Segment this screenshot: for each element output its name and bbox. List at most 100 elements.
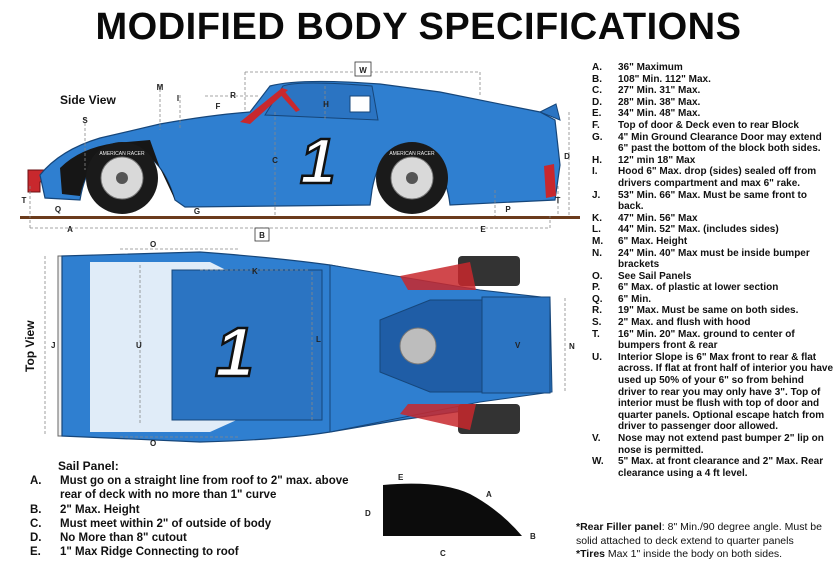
sail-item-text: 2" Max. Height	[60, 503, 140, 516]
spec-row: Q. 6" Min.	[592, 294, 834, 306]
spec-row: C.27" Min. 31" Max.	[592, 85, 834, 97]
spec-row: F. Top of door & Deck even to rear Block	[592, 120, 834, 132]
spec-text: 24" Min. 40" Max must be inside bumper b…	[618, 247, 810, 271]
callout-o-bottom: O	[150, 439, 156, 448]
top-roof	[171, 269, 323, 421]
callout-t-rear: T	[556, 196, 561, 205]
spec-letter: M.	[592, 235, 604, 247]
rear-spoiler	[538, 103, 561, 121]
spec-text: 12" min 18" Max	[618, 154, 696, 166]
page-title: MODIFIED BODY SPECIFICATIONS	[95, 6, 742, 48]
side-car-number: 1	[300, 125, 336, 197]
spec-letter: H.	[592, 154, 602, 166]
spec-row: N.24" Min. 40" Max must be inside bumper…	[592, 248, 834, 271]
callout-j: J	[51, 341, 55, 350]
callout-b: B	[259, 231, 265, 240]
spec-text: Top of door & Deck even to rear Block	[618, 119, 799, 131]
side-view-car: 1 AMERICAN RACER AMERICAN RACER	[27, 80, 561, 214]
spec-row: K.47" Min. 56" Max	[592, 213, 834, 225]
rear-tire-brand: AMERICAN RACER	[389, 151, 435, 157]
tires-label: *Tires	[576, 548, 605, 561]
top-view-label: Top View	[23, 320, 37, 372]
side-callouts: W M I R F H S C D T T Q G P A B E	[22, 61, 570, 242]
sail-item-letter: C.	[30, 517, 42, 530]
callout-m: M	[157, 83, 164, 92]
tires-text: Max 1" inside the body on both sides.	[605, 548, 783, 561]
spec-letter: Q.	[592, 293, 603, 305]
callout-k: K	[252, 267, 258, 276]
callout-c: C	[272, 156, 278, 165]
sail-panel-rules: Sail Panel: A.Must go on a straight line…	[30, 459, 360, 559]
spec-letter: T.	[592, 328, 600, 340]
front-wheel: AMERICAN RACER	[86, 142, 158, 214]
top-fender	[400, 262, 476, 290]
spec-row: L. 44" Min. 52" Max. (includes sides)	[592, 224, 834, 236]
spec-text: 6" Min.	[618, 293, 652, 305]
sail-item-text: Must meet within 2" of outside of body	[60, 517, 272, 530]
spec-text: 44" Min. 52" Max. (includes sides)	[618, 224, 779, 236]
sail-panel-item: C. Must meet within 2" of outside of body	[30, 517, 360, 531]
callout-g: G	[194, 207, 200, 216]
spec-row: P. 6" Max. of plastic at lower section	[592, 282, 834, 294]
spec-text: 53" Min. 66" Max. Must be same front to …	[618, 189, 807, 213]
spec-letter: O.	[592, 270, 603, 282]
spec-letter: V.	[592, 433, 601, 444]
spec-text: 28" Min. 38" Max.	[618, 96, 701, 108]
roll-cage-bar	[240, 88, 288, 124]
top-view-car: 1	[57, 251, 553, 443]
spec-text: 47" Min. 56" Max	[618, 212, 698, 224]
spec-row: R.19" Max. Must be same on both sides.	[592, 305, 834, 317]
spec-letter: B.	[592, 73, 602, 85]
spec-letter: F.	[592, 119, 600, 131]
sail-item-text: 1" Max Ridge Connecting to roof	[60, 546, 239, 559]
sail-item-text: No More than 8" cutout	[60, 532, 187, 545]
spec-row: A.36" Maximum	[592, 62, 834, 74]
spec-letter: S.	[592, 317, 602, 329]
spec-row: B. 108" Min. 112" Max.	[592, 74, 834, 86]
spec-row: V.Nose may not extend past bumper 2" lip…	[592, 433, 834, 456]
rear-filler-text: : 8" Min./90 degree angle. Must be solid…	[576, 521, 822, 547]
spec-row: I.Hood 6" Max. drop (sides) sealed off f…	[592, 166, 834, 189]
spec-text: Interior Slope is 6" Max front to rear &…	[618, 351, 834, 433]
callout-l: L	[316, 335, 321, 344]
spec-letter: E.	[592, 108, 602, 120]
spec-letter: D.	[592, 96, 602, 108]
rear-wheel: AMERICAN RACER	[376, 142, 448, 214]
sail-label-e: E	[398, 473, 404, 482]
callout-q: Q	[55, 205, 61, 214]
spec-text: 16" Min. 20" Max. ground to center of bu…	[618, 328, 795, 352]
spec-text: 6" Max. Height	[618, 235, 688, 247]
callout-s: S	[82, 116, 88, 125]
front-tire-brand: AMERICAN RACER	[99, 151, 145, 157]
sail-label-c: C	[440, 549, 446, 558]
spec-text: 34" Min. 48" Max.	[618, 108, 701, 120]
spec-text: 19" Max. Must be same on both sides.	[618, 305, 799, 317]
spec-text: 5" Max. at front clearance and 2" Max. R…	[618, 456, 824, 479]
spec-text: 108" Min. 112" Max.	[618, 73, 711, 85]
sail-panel-item: D.No More than 8" cutout	[30, 531, 360, 545]
spec-text: 36" Maximum	[618, 62, 683, 73]
spec-row: H. 12" min 18" Max	[592, 155, 834, 167]
callout-t-front: T	[22, 196, 27, 205]
sail-item-letter: E.	[30, 546, 41, 559]
spec-letter: U.	[592, 351, 602, 363]
sail-panel-diagram: E A D B C	[365, 473, 536, 558]
spec-letter: I.	[592, 166, 598, 178]
top-fender-2	[400, 404, 476, 430]
callout-o-top: O	[150, 240, 156, 249]
spec-row: S.2" Max. and flush with hood	[592, 317, 834, 329]
notes: *Rear Filler panel: 8" Min./90 degree an…	[576, 521, 834, 562]
spec-letter: C.	[592, 85, 602, 97]
spec-letter: L.	[592, 224, 601, 236]
sail-label-a: A	[486, 490, 492, 499]
spec-row: T. 16" Min. 20" Max. ground to center of …	[592, 329, 834, 352]
spec-letter: G.	[592, 131, 603, 143]
spec-letter: P.	[592, 282, 601, 294]
side-view-label: Side View	[60, 93, 116, 107]
spec-text: 6" Max. of plastic at lower section	[618, 282, 779, 294]
top-callouts: J U K L N V O O	[51, 240, 575, 448]
nose-trim	[60, 140, 175, 200]
callout-w: W	[359, 66, 367, 75]
